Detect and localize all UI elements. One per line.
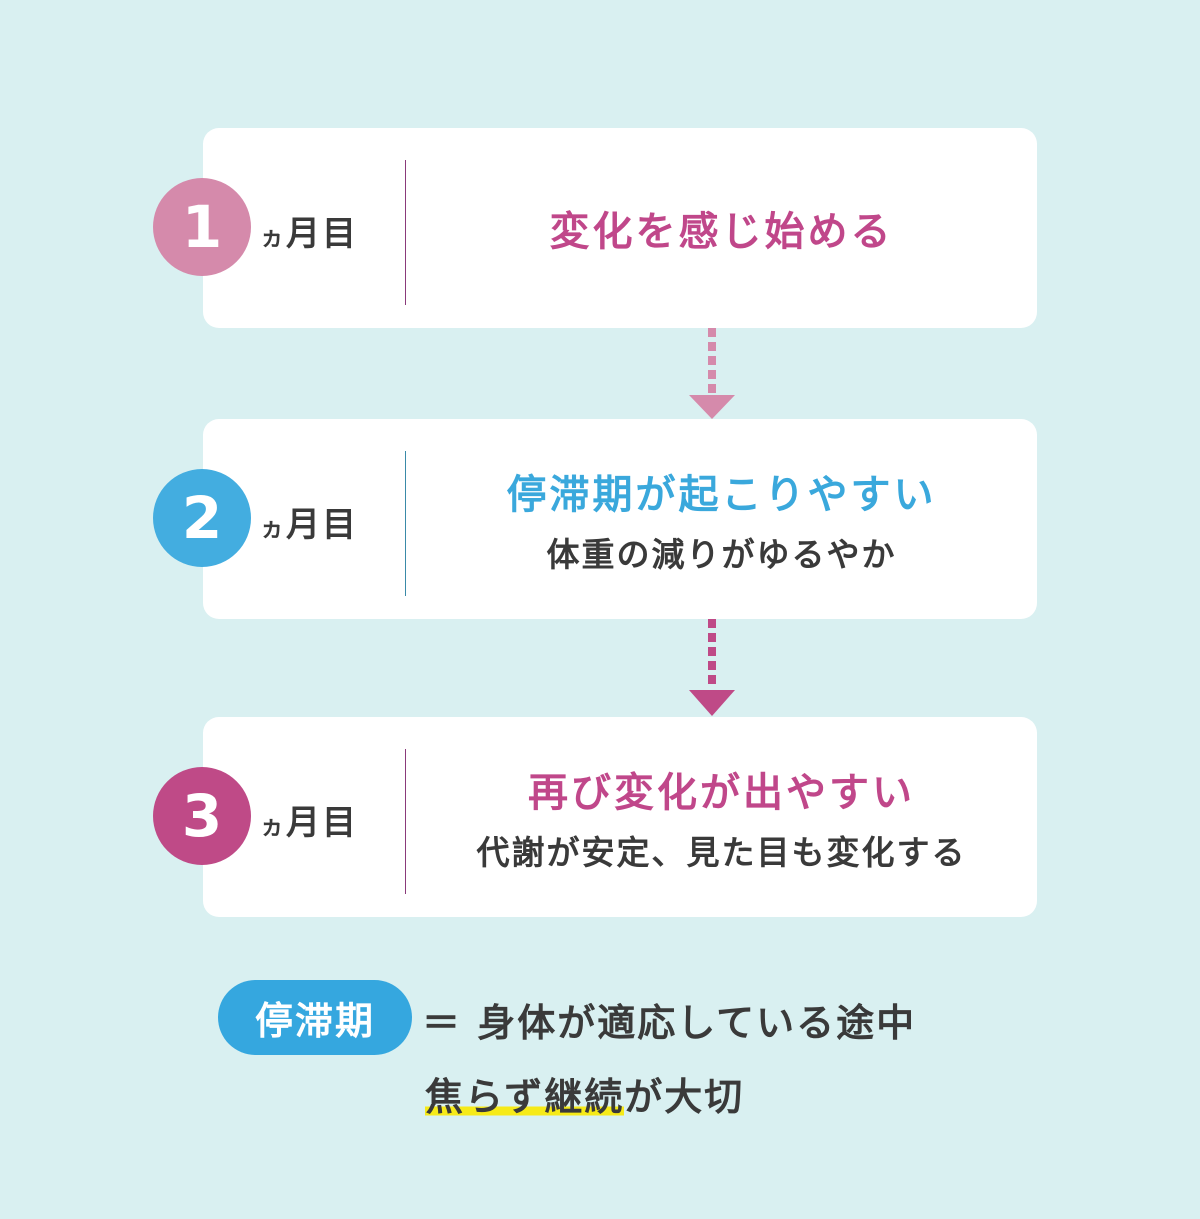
step-number-badge: 3 <box>153 767 251 865</box>
step-subtitle: 代謝が安定、見た目も変化する <box>476 833 967 872</box>
step-title: 変化を感じ始める <box>549 209 894 255</box>
advice-highlight: 焦らず継続 <box>425 1075 625 1119</box>
step-number-badge: 1 <box>153 178 251 276</box>
step-subtitle: 体重の減りがゆるやか <box>546 535 897 574</box>
month-text: 月目 <box>286 505 358 545</box>
advice-rest: が大切 <box>624 1075 745 1119</box>
month-ka: ヵ <box>260 223 286 251</box>
month-label: ヵ月目 <box>260 206 358 255</box>
month-label: ヵ月目 <box>260 497 358 546</box>
plateau-definition: ＝ 身体が適応している途中 <box>422 1001 917 1045</box>
month-text: 月目 <box>286 803 358 843</box>
month-label: ヵ月目 <box>260 795 358 844</box>
step-number-badge: 2 <box>153 469 251 567</box>
step-title: 停滞期が起こりやすい <box>506 472 937 518</box>
month-text: 月目 <box>286 214 358 254</box>
step-card-2: 2 ヵ月目 停滞期が起こりやすい 体重の減りがゆるやか <box>153 419 1037 619</box>
step-content: 再び変化が出やすい 代謝が安定、見た目も変化する <box>406 717 1037 917</box>
step-title: 再び変化が出やすい <box>528 770 915 816</box>
month-ka: ヵ <box>260 812 286 840</box>
divider <box>405 451 406 596</box>
month-ka: ヵ <box>260 514 286 542</box>
divider <box>405 160 406 305</box>
step-content: 変化を感じ始める <box>406 128 1037 328</box>
step-card-3: 3 ヵ月目 再び変化が出やすい 代謝が安定、見た目も変化する <box>153 717 1037 917</box>
divider <box>405 749 406 894</box>
step-card-1: 1 ヵ月目 変化を感じ始める <box>153 128 1037 328</box>
plateau-badge: 停滞期 <box>218 980 412 1055</box>
step-content: 停滞期が起こりやすい 体重の減りがゆるやか <box>406 419 1037 619</box>
advice-text: 焦らず継続が大切 <box>425 1066 744 1121</box>
